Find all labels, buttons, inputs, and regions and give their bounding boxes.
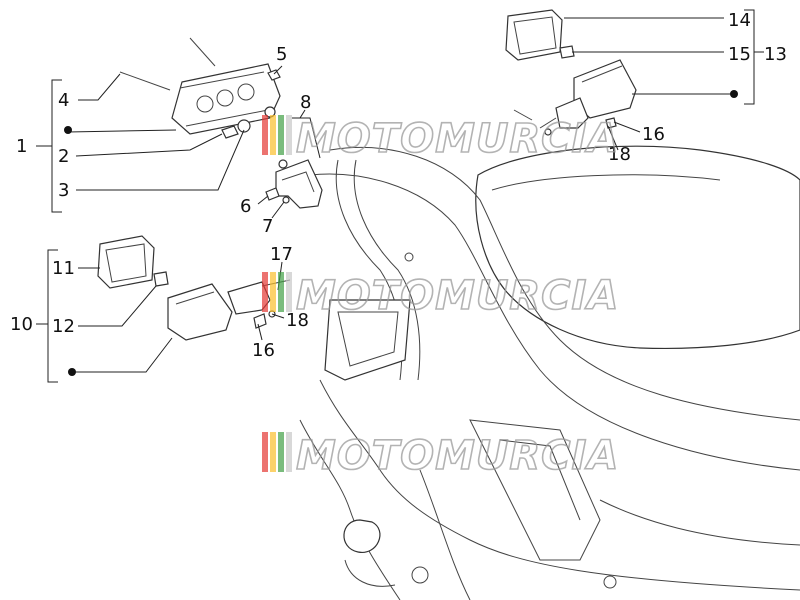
tail-panel	[324, 299, 411, 381]
lower-bolt-2	[603, 575, 617, 589]
stripe-grey	[286, 272, 292, 312]
callout-16-right[interactable]: 16	[642, 124, 665, 145]
stripe-green	[278, 432, 284, 472]
rear-bracket	[469, 419, 601, 561]
stripe-grey	[286, 115, 292, 155]
rear-bracket-inner	[499, 439, 581, 521]
callout-12[interactable]: 12	[52, 316, 75, 337]
washer-right	[544, 128, 552, 136]
bracket-13	[744, 9, 755, 105]
watermark-stripes	[262, 115, 292, 155]
watermark-text: MOTOMURCIA	[296, 116, 619, 162]
callout-8[interactable]: 8	[300, 92, 311, 113]
lower-body-2	[299, 419, 401, 600]
rear-left-turn-signal[interactable]	[97, 235, 291, 341]
watermark-middle: MOTOMURCIA	[262, 272, 619, 320]
rear-body-line-2	[309, 173, 800, 471]
stripe-red	[262, 272, 268, 312]
stripe-green	[278, 115, 284, 155]
reference-dot-1	[64, 126, 72, 134]
turn-signal-housing-left[interactable]	[167, 283, 233, 341]
stripe-yellow	[270, 432, 276, 472]
callout-17[interactable]: 17	[270, 244, 293, 265]
lower-bolt	[411, 566, 429, 584]
seat-seam	[491, 174, 721, 191]
callout-1[interactable]: 1	[16, 136, 27, 157]
bulb-12	[153, 271, 169, 287]
stripe-red	[262, 432, 268, 472]
bolt-2	[221, 125, 239, 139]
stripe-red	[262, 115, 268, 155]
bolt-8	[278, 159, 288, 169]
callout-7[interactable]: 7	[262, 216, 273, 237]
leader-lines	[36, 9, 764, 383]
hook-line	[344, 559, 396, 587]
bracket-8-bend	[281, 171, 315, 193]
callout-2[interactable]: 2	[58, 146, 69, 167]
callout-13[interactable]: 13	[764, 44, 787, 65]
callout-6[interactable]: 6	[240, 196, 251, 217]
screw-4-shaft	[119, 71, 171, 91]
washer-7	[282, 196, 290, 204]
stalk-right-wire	[539, 117, 557, 129]
rear-right-turn-signal[interactable]	[505, 9, 637, 136]
nut-5	[267, 69, 281, 81]
rear-body-line	[329, 147, 800, 421]
reference-dot-10	[68, 368, 76, 376]
tail-light-lens-3	[237, 83, 255, 101]
watermark-text: MOTOMURCIA	[296, 273, 619, 319]
watermark-text: MOTOMURCIA	[296, 433, 619, 479]
frame-rail-2	[353, 159, 421, 381]
turn-signal-left-edge	[175, 291, 215, 305]
stripe-grey	[286, 432, 292, 472]
stalk-right-detail	[513, 109, 533, 121]
callout-18-right[interactable]: 18	[608, 144, 631, 165]
tail-light-rim	[179, 71, 265, 89]
callout-labels: 1 4 2 3 5 8 6 7 10 11 12 17 18 16 14 15 …	[10, 10, 787, 361]
lens-cover-14[interactable]	[505, 9, 563, 61]
callout-3[interactable]: 3	[58, 180, 69, 201]
callout-14[interactable]: 14	[728, 10, 751, 31]
stripe-yellow	[270, 272, 276, 312]
turn-signal-right-edge	[581, 65, 623, 83]
callout-11[interactable]: 11	[52, 258, 75, 279]
washer-3	[237, 119, 251, 133]
lens-cover-14-inner	[513, 16, 557, 55]
watermark-top: MOTOMURCIA	[262, 115, 619, 163]
screw-16-left	[253, 313, 267, 329]
callout-5[interactable]: 5	[276, 44, 287, 65]
callout-10[interactable]: 10	[10, 314, 33, 335]
reference-dot-13	[730, 90, 738, 98]
screw-16-right	[605, 117, 617, 129]
turn-signal-stalk-right	[555, 97, 589, 129]
hook-clamp	[343, 519, 381, 553]
callout-16-left[interactable]: 16	[252, 340, 275, 361]
scooter-body-outline	[299, 145, 800, 600]
seat	[475, 145, 800, 350]
bolt-6	[265, 187, 280, 201]
lower-body	[319, 379, 800, 591]
bracket-10	[47, 249, 58, 383]
bulb-15	[559, 45, 575, 59]
body-bolt-hole	[404, 252, 414, 262]
callout-15[interactable]: 15	[728, 44, 751, 65]
stripe-green	[278, 272, 284, 312]
watermark-bottom: MOTOMURCIA	[262, 432, 619, 480]
lower-frame	[419, 469, 471, 600]
watermark-stripes	[262, 272, 292, 312]
lens-cover-11-inner	[105, 243, 147, 283]
tail-panel-inner	[337, 311, 399, 367]
tail-light-lens-1	[196, 95, 214, 113]
lower-frame-2	[599, 499, 800, 546]
tail-light-lens-2	[216, 89, 234, 107]
tail-light-base	[185, 109, 269, 127]
screw-4b-shaft	[189, 37, 216, 67]
callout-4[interactable]: 4	[58, 90, 69, 111]
watermark-stripes	[262, 432, 292, 472]
callout-18-left[interactable]: 18	[286, 310, 309, 331]
tail-light-assembly[interactable]	[119, 37, 323, 209]
stripe-yellow	[270, 115, 276, 155]
